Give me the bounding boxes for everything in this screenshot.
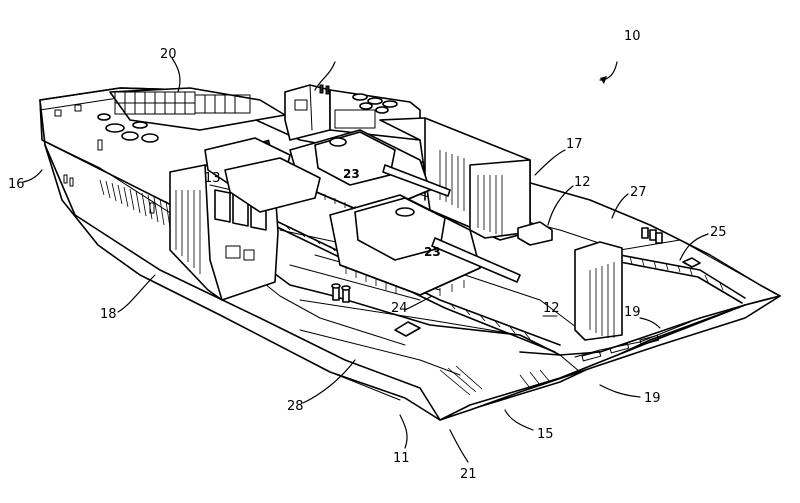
label-superstructure: 17 [566, 137, 583, 152]
upper-deck [54, 87, 286, 143]
label-ramp-side: 19 [624, 305, 641, 320]
label-deck-side: 28 [287, 399, 304, 414]
label-tank-front: 23 [424, 245, 441, 259]
label-deck-aft: 12 [574, 175, 591, 190]
label-deck-fwd: 12 [543, 301, 560, 316]
tank-rear [231, 129, 451, 216]
bow-ramp [439, 295, 781, 421]
deck-fittings [331, 283, 421, 337]
label-vessel: 10 [624, 29, 641, 44]
label-upper-deck: 20 [160, 47, 177, 62]
label-bow-edge: 11 [393, 451, 410, 466]
label-rail-right: 25 [710, 225, 727, 240]
label-ramp-hinge: 19 [644, 391, 661, 406]
label-bulwark: 27 [630, 185, 647, 200]
label-stern: 16 [8, 177, 25, 192]
label-tank-rear: 23 [343, 167, 360, 181]
label-hull-side: 18 [100, 307, 117, 322]
forward-bulwark [574, 227, 663, 341]
label-ramp: 15 [537, 427, 554, 442]
label-rail-left: 24 [391, 301, 408, 316]
label-pilothouse-fwd: 13 [204, 171, 221, 186]
rail-right [619, 254, 746, 304]
reference-numerals: 10 20 17 12 16 13 23 27 23 25 24 12 19 1… [8, 29, 727, 482]
leader-lines [22, 57, 709, 463]
starboard-superstructure [379, 117, 553, 246]
label-keel: 21 [460, 467, 477, 482]
tank-front [204, 137, 521, 296]
aft-pilothouse [284, 84, 421, 141]
